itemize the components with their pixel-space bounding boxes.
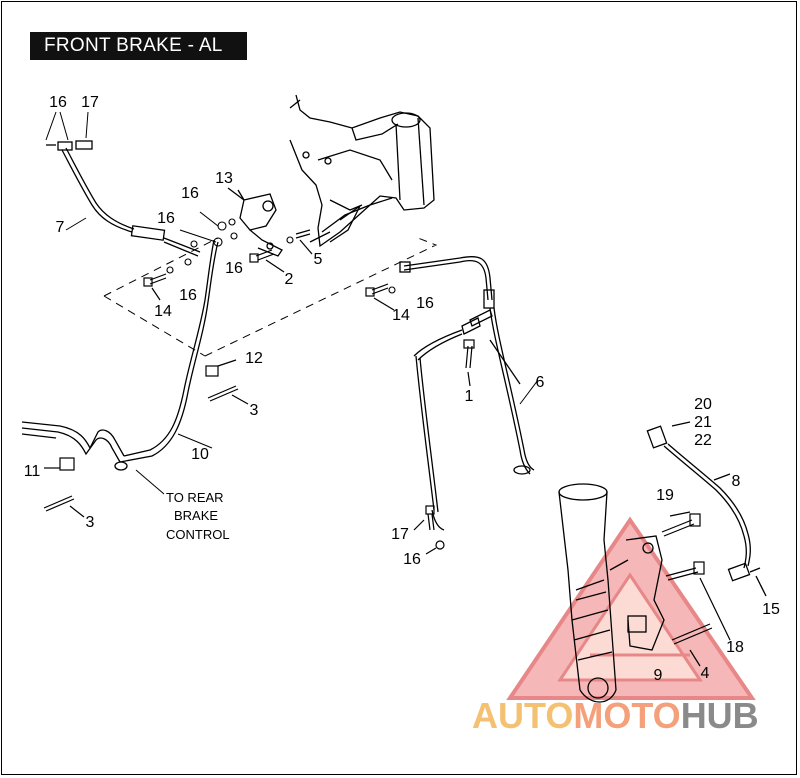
callout-20: 20: [694, 396, 712, 413]
caliper-bolts-18-19: [661, 511, 731, 641]
clip-12: [205, 359, 237, 377]
callout-22: 22: [694, 432, 712, 449]
watermark-auto: AUTO: [472, 695, 573, 736]
callout-13: 13: [215, 170, 233, 187]
callout-9: 9: [654, 667, 663, 684]
callout-15: 15: [762, 601, 780, 618]
sensor-wire-8: [646, 421, 767, 597]
callout-17: 17: [81, 94, 99, 111]
brake-line-10: [21, 239, 219, 471]
callout-2: 2: [285, 271, 294, 288]
brake-hose-6: [399, 255, 535, 531]
callout-16: 16: [157, 210, 175, 227]
bolt-1: [463, 339, 475, 387]
callout-3: 3: [250, 402, 259, 419]
callout-8: 8: [732, 473, 741, 490]
note-line-1: TO REAR: [166, 490, 224, 505]
callout-18: 18: [726, 639, 744, 656]
clip-11: [44, 457, 75, 471]
callout-16: 16: [416, 295, 434, 312]
bolt-17-lower: [413, 505, 445, 555]
bracket-13: [227, 187, 283, 257]
dashed-group-outline: [103, 237, 438, 357]
callout-16: 16: [49, 94, 67, 111]
fork-leg: [558, 483, 617, 703]
washers-16: [166, 211, 396, 294]
note-line-2: BRAKE: [174, 508, 218, 523]
callout-7: 7: [56, 219, 65, 236]
callout-16: 16: [181, 185, 199, 202]
watermark-moto: MOTO: [573, 695, 680, 736]
callout-1: 1: [465, 388, 474, 405]
callout-17: 17: [391, 526, 409, 543]
callout-3: 3: [86, 514, 95, 531]
callout-6: 6: [536, 374, 545, 391]
callout-16: 16: [403, 551, 421, 568]
caliper-9: [609, 535, 665, 651]
pin-4: [671, 623, 713, 667]
callout-14: 14: [154, 303, 172, 320]
callout-16: 16: [179, 287, 197, 304]
callout-21: 21: [694, 414, 712, 431]
brake-line-7: [46, 140, 201, 257]
callout-14: 14: [392, 307, 410, 324]
watermark-logo: [506, 516, 756, 700]
callout-16: 16: [225, 260, 243, 277]
leader-lines: [45, 111, 539, 495]
callout-10: 10: [191, 446, 209, 463]
bolts: [143, 229, 395, 311]
note-line-3: CONTROL: [166, 527, 230, 542]
callout-19: 19: [656, 487, 674, 504]
callout-4: 4: [701, 665, 710, 682]
watermark-hub: HUB: [681, 695, 759, 736]
frame-neck-illustration: [289, 94, 435, 248]
diagram-title: FRONT BRAKE - AL: [30, 32, 247, 60]
cable-tie-3: [43, 385, 249, 518]
callout-12: 12: [245, 350, 263, 367]
callout-11: 11: [24, 463, 41, 480]
watermark-text: AUTOMOTOHUB: [472, 695, 759, 736]
callout-5: 5: [314, 251, 323, 268]
